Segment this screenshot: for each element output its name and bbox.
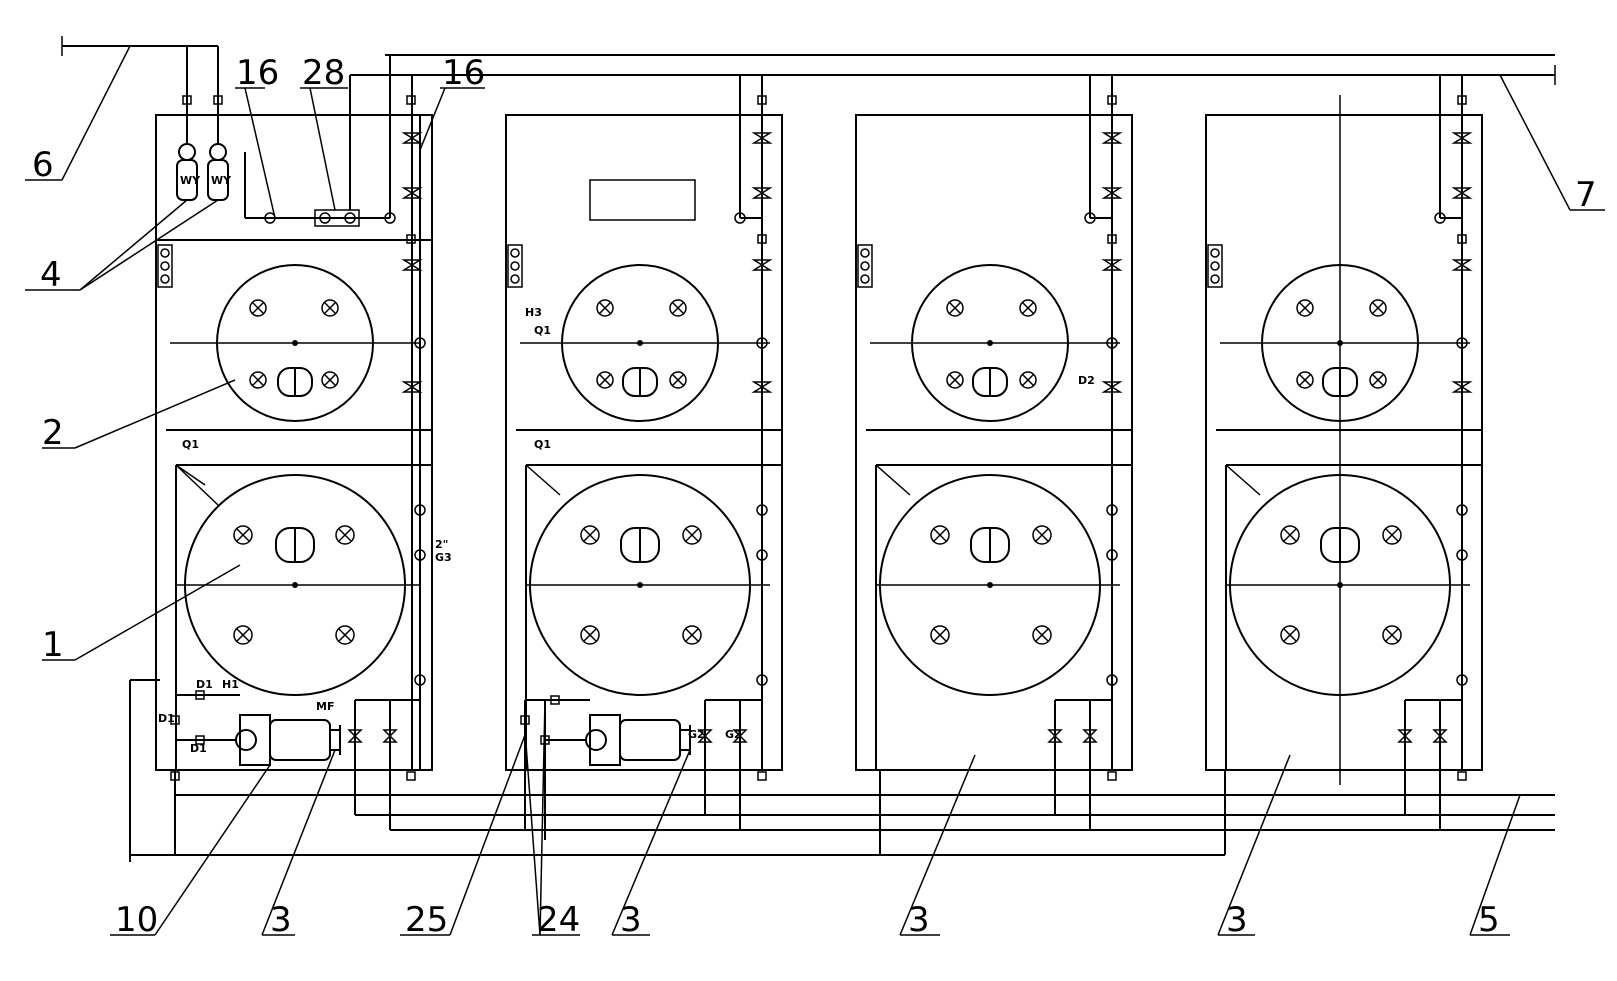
nameplate: [589, 179, 696, 221]
valve-icon: [401, 132, 423, 144]
callout-3: 3: [908, 900, 930, 940]
tag-label: D1: [158, 712, 175, 725]
callout-6: 6: [32, 145, 54, 185]
callout-3: 3: [270, 900, 292, 940]
callout-16: 16: [236, 53, 279, 93]
tag-label: Q1: [534, 438, 551, 451]
callout-3: 3: [620, 900, 642, 940]
lower-tank: [876, 474, 1120, 696]
tag-label: H3: [525, 306, 542, 319]
lower-tank: [176, 474, 420, 696]
port-icon: [321, 371, 339, 389]
upper-tank: [1220, 264, 1470, 422]
return-header-pipes: [129, 679, 1555, 862]
tag-label: D1: [190, 742, 207, 755]
callout-4: 4: [40, 255, 62, 295]
supply-header-pipes: [61, 36, 1556, 85]
callout-labels: 6 4 16 28 16 2 1 10 3 25 24 3 3 3 5 7: [32, 53, 1597, 940]
callout-16: 16: [442, 53, 485, 93]
gauge-strip: [1207, 244, 1223, 288]
port-icon: [233, 525, 253, 545]
callout-28: 28: [302, 53, 345, 93]
leader-lines: [25, 45, 1605, 936]
tag-label: MF: [316, 700, 334, 713]
lower-tank: [526, 474, 770, 696]
tag-label: Q1: [534, 324, 551, 337]
gauge-strip: [157, 244, 173, 288]
callout-5: 5: [1478, 900, 1500, 940]
port-icon: [335, 625, 355, 645]
valve-icon: [382, 729, 398, 743]
module-1: WY WY Q1 2" G3 MF D1 H1: [155, 46, 452, 830]
manway-icon: [277, 367, 313, 397]
callout-1: 1: [42, 625, 64, 665]
callout-24: 24: [537, 900, 580, 940]
valve-icon: [347, 729, 363, 743]
callout-7: 7: [1575, 175, 1597, 215]
tag-label: 2": [435, 538, 448, 551]
valve-icon: [401, 381, 423, 393]
tag-label: D1: [196, 678, 213, 691]
callout-25: 25: [405, 900, 448, 940]
port-icon: [249, 299, 267, 317]
tag-label: Q1: [182, 438, 199, 451]
port-icon: [321, 299, 339, 317]
tag-label: H1: [222, 678, 239, 691]
pump-motor: [235, 714, 341, 766]
valve-icon: [401, 259, 423, 271]
port-icon: [249, 371, 267, 389]
valve-icon: [401, 187, 423, 199]
tag-label: G3: [435, 551, 452, 564]
callout-10: 10: [115, 900, 158, 940]
tag-label: D2: [1078, 374, 1095, 387]
lower-tank: [1226, 474, 1470, 696]
module-3: D2: [855, 75, 1133, 830]
wy-label: WY: [180, 174, 201, 187]
callout-2: 2: [42, 413, 64, 453]
manway-icon: [275, 527, 315, 563]
port-icon: [335, 525, 355, 545]
pump-motor: [585, 714, 691, 766]
module-4: [1205, 75, 1483, 830]
upper-tank: [170, 264, 420, 422]
gauge-strip: [507, 244, 523, 288]
upper-tank: [520, 264, 770, 422]
callout-3: 3: [1226, 900, 1248, 940]
upper-tank: [870, 264, 1120, 422]
wy-label: WY: [211, 174, 232, 187]
port-icon: [233, 625, 253, 645]
module-2: H3 Q1 Q1 G2 G2: [505, 75, 783, 840]
gauge-strip: [857, 244, 873, 288]
